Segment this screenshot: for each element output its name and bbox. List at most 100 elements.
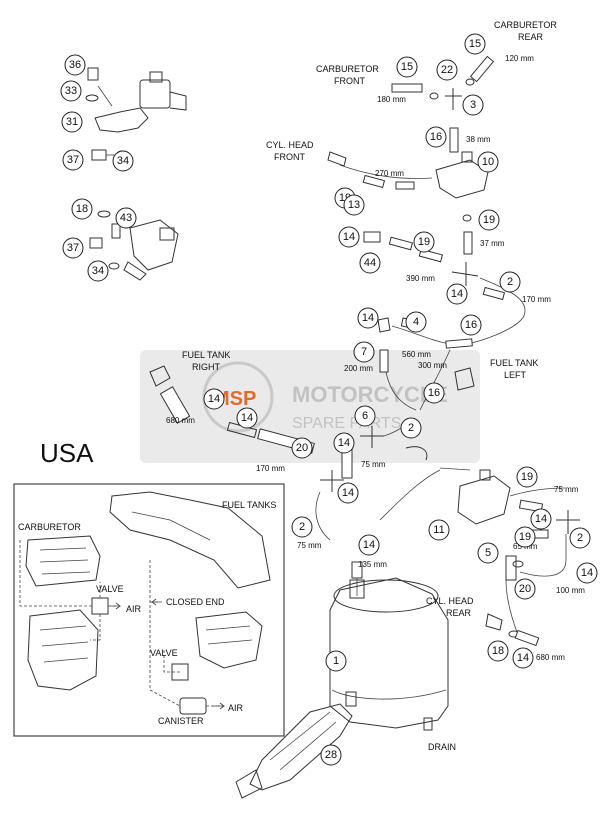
callout-number: 2	[507, 276, 513, 288]
callout-14: 14	[358, 534, 380, 556]
callout-circle	[354, 405, 376, 427]
hose-length-label: 120 mm	[505, 54, 534, 63]
callout-19: 19	[514, 526, 536, 548]
callout-circle	[60, 80, 82, 102]
callout-circle	[413, 231, 435, 253]
callout-circle	[516, 466, 538, 488]
callout-14: 14	[530, 508, 552, 530]
hose-length-label: 170 mm	[256, 464, 285, 473]
callout-number: 14	[362, 312, 374, 324]
callout-2: 2	[569, 527, 591, 549]
hose-length-label: 75 mm	[297, 541, 322, 550]
callout-number: 43	[120, 212, 132, 224]
hose-length-label: 180 mm	[377, 95, 406, 104]
callout-33: 33	[60, 80, 82, 102]
callout-number: 14	[342, 487, 354, 499]
callout-number: 15	[401, 61, 413, 73]
callout-19: 19	[413, 231, 435, 253]
callout-number: 13	[348, 199, 360, 211]
callout-number: 7	[361, 346, 367, 358]
system-schematic-inset	[13, 483, 285, 737]
hose-length-label: 680 mm	[166, 416, 195, 425]
inset-arrow-air-bottom	[212, 702, 226, 710]
callout-20: 20	[514, 578, 536, 600]
callout-19: 19	[478, 209, 500, 231]
callout-circle	[115, 207, 137, 229]
region-label: USA	[40, 438, 94, 468]
callout-36: 36	[64, 54, 86, 76]
hose-length-label: 170 mm	[522, 295, 551, 304]
callout-34: 34	[87, 260, 109, 282]
hose-length-label: 75 mm	[361, 460, 386, 469]
callout-circle	[446, 283, 468, 305]
callout-circle	[71, 198, 93, 220]
watermark-mark: MSP	[213, 388, 256, 410]
callout-number: 31	[66, 116, 78, 128]
callout-number: 44	[364, 257, 376, 269]
callout-circle	[353, 341, 375, 363]
label-tank-left-2: LEFT	[504, 370, 527, 380]
inset-frame	[13, 483, 285, 737]
callout-44: 44	[359, 252, 381, 274]
callout-circle	[499, 271, 521, 293]
callout-number: 14	[241, 412, 253, 424]
text-labels: USA CARBURETOR REAR CARBURETOR FRONT CYL…	[18, 20, 557, 752]
inset-canister: CANISTER	[158, 716, 204, 726]
hose-length-label: 200 mm	[344, 364, 373, 373]
callout-circle	[514, 578, 536, 600]
label-cyl-front-1: CYL. HEAD	[266, 140, 314, 150]
label-tank-right-2: RIGHT	[192, 362, 221, 372]
callout-number: 33	[65, 85, 77, 97]
callout-31: 31	[61, 111, 83, 133]
label-carb-rear-1: CARBURETOR	[494, 20, 557, 30]
callout-14: 14	[338, 226, 360, 248]
callout-number: 6	[362, 410, 368, 422]
callout-circle	[343, 194, 365, 216]
callout-18: 18	[487, 640, 509, 662]
callout-2: 2	[291, 516, 313, 538]
hose-length-label: 135 mm	[358, 560, 387, 569]
inset-valve-top: VALVE	[96, 584, 124, 594]
callout-number: 19	[521, 471, 533, 483]
callout-number: 19	[418, 236, 430, 248]
canister	[329, 577, 449, 731]
callout-number: 11	[433, 524, 444, 536]
inset-fuel-tanks: FUEL TANKS	[222, 500, 276, 510]
callout-number: 20	[519, 583, 531, 595]
label-tank-right-1: FUEL TANK	[182, 350, 230, 360]
callout-number: 14	[363, 539, 375, 551]
callout-circle	[569, 527, 591, 549]
inset-carburetor: CARBURETOR	[18, 522, 81, 532]
callout-10: 10	[477, 151, 499, 173]
callout-16: 16	[423, 382, 445, 404]
callout-number: 19	[483, 214, 495, 226]
inset-arrow-air-top	[110, 602, 122, 610]
callout-circle	[64, 54, 86, 76]
callout-circle	[576, 562, 598, 584]
callout-14: 14	[357, 307, 379, 329]
watermark-brand: MOTORCYCLE	[292, 382, 448, 407]
callout-circle	[325, 650, 347, 672]
callout-circle	[423, 382, 445, 404]
callout-circle	[320, 744, 342, 766]
callout-14: 14	[576, 562, 598, 584]
callout-22: 22	[436, 59, 458, 81]
callout-number: 14	[517, 652, 529, 664]
canister-holder	[235, 691, 357, 799]
hose-length-label: 560 mm	[402, 350, 431, 359]
callout-2: 2	[499, 271, 521, 293]
callout-circle	[291, 437, 313, 459]
callout-circle	[512, 647, 534, 669]
callout-number: 16	[430, 131, 442, 143]
callout-circle	[487, 640, 509, 662]
callout-number: 2	[408, 422, 414, 434]
callout-circle	[396, 56, 418, 78]
callout-circle	[358, 534, 380, 556]
label-tank-left-1: FUEL TANK	[490, 358, 538, 368]
callout-number: 16	[428, 387, 440, 399]
callout-37: 37	[62, 237, 84, 259]
inset-closed-end: CLOSED END	[166, 597, 225, 607]
valve-assembly-right	[457, 469, 580, 647]
callout-number: 20	[296, 442, 308, 454]
